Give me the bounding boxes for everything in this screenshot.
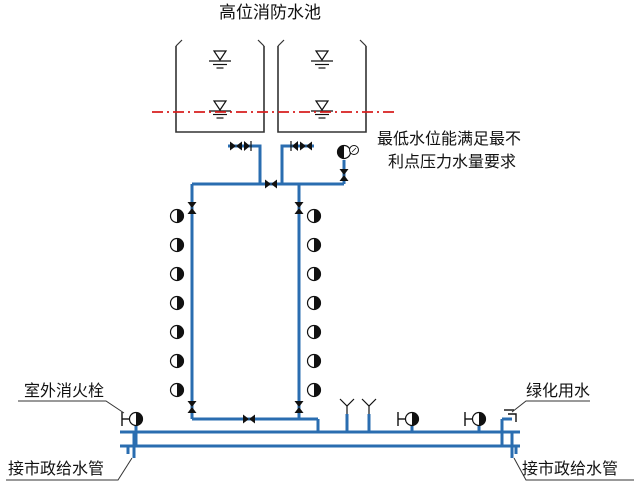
indoor-hydrant-icon [169, 324, 185, 340]
water-level-triangle-icon [310, 100, 334, 119]
indoor-hydrant-icon [306, 237, 322, 253]
indoor-hydrant-icon [306, 295, 322, 311]
label-outdoor-hydrant: 室外消火栓 [24, 381, 105, 400]
gate-valve-icon [187, 202, 197, 214]
gate-valve-icon [243, 414, 255, 424]
label-municipal-supply-left: 接市政给水管 [8, 459, 105, 478]
indoor-hydrant-icon [306, 353, 322, 369]
indoor-hydrant-icon [306, 208, 322, 224]
indoor-hydrant-icon [169, 237, 185, 253]
gate-valve-icon [294, 202, 304, 214]
outdoor-hydrant-icon [397, 411, 420, 427]
water-level-triangle-icon [208, 100, 232, 119]
gate-valve-icon [294, 401, 304, 413]
indoor-hydrant-icon [306, 324, 322, 340]
indoor-hydrants-left [169, 208, 185, 398]
indoor-hydrant-icon [169, 208, 185, 224]
check-valve-icon [244, 141, 252, 151]
annotation-min-water-level: 最低水位能满足最不 [377, 129, 522, 148]
water-tank-right [277, 39, 367, 133]
gate-valve-icon [339, 169, 349, 181]
annotation-min-water-level-cont: 利点压力水量要求 [388, 152, 517, 171]
indoor-hydrant-icon [169, 382, 185, 398]
pressure-gauge-icon [336, 144, 359, 160]
label-greening-water: 绿化用水 [526, 381, 591, 400]
test-outlet-icon [361, 398, 377, 415]
water-tank-left [175, 39, 265, 133]
indoor-hydrant-icon [169, 353, 185, 369]
water-level-triangle-icon [208, 50, 232, 69]
check-valve-icon [290, 141, 298, 151]
outdoor-hydrant-icon [121, 411, 144, 427]
indoor-hydrant-icon [306, 382, 322, 398]
outdoor-hydrant-icon [464, 411, 487, 427]
test-outlet-icon [339, 398, 355, 415]
gate-valve-icon [230, 141, 242, 151]
indoor-hydrants-right [306, 208, 322, 398]
diagram-title: 高位消防水池 [219, 3, 321, 23]
faucet-icon [504, 409, 517, 422]
indoor-hydrant-icon [306, 266, 322, 282]
label-leader-lines [6, 400, 634, 481]
water-level-triangle-icon [310, 50, 334, 69]
indoor-hydrant-icon [169, 295, 185, 311]
gate-valve-icon [300, 141, 312, 151]
indoor-hydrant-icon [169, 266, 185, 282]
gate-valve-icon [187, 401, 197, 413]
label-municipal-supply-right: 接市政给水管 [522, 459, 619, 478]
gate-valve-icon [265, 179, 277, 189]
